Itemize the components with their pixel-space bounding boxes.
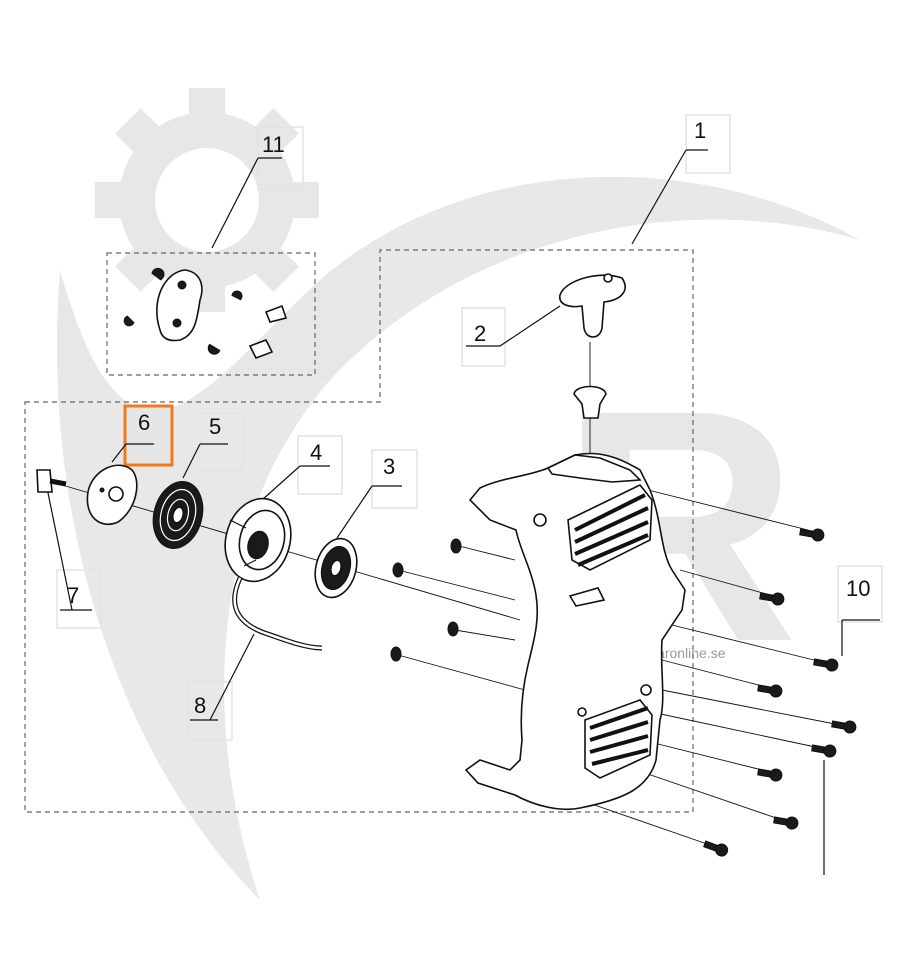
callout-4[interactable]: 4: [310, 440, 322, 465]
callout-10[interactable]: 10: [846, 576, 870, 601]
starter-housing: [464, 452, 686, 811]
gear-icon: [95, 88, 319, 312]
washer-plate: [86, 464, 138, 526]
housing-screws-left: [390, 538, 462, 662]
kit-group-box: [106, 252, 316, 376]
rope-grommet: [573, 385, 607, 419]
lower-vent-grille: [584, 699, 653, 779]
center-screw: [36, 469, 67, 493]
upper-vent-grille: [567, 484, 653, 571]
callout-8[interactable]: 8: [194, 693, 206, 718]
callout-3[interactable]: 3: [383, 454, 395, 479]
callout-1[interactable]: 1: [694, 118, 706, 143]
callout-5[interactable]: 5: [209, 414, 221, 439]
pawl-kit-parts: [123, 267, 288, 360]
leader-lines: [46, 149, 880, 875]
callout-11[interactable]: 11: [262, 132, 285, 157]
housing-screws-right: [703, 528, 857, 857]
rope-pulley: [224, 497, 292, 583]
callout-6[interactable]: 6: [138, 410, 150, 435]
highlighted-callout-box: [123, 404, 174, 467]
spring-cassette: [314, 537, 358, 599]
callout-2[interactable]: 2: [474, 321, 486, 346]
recoil-spring: [152, 481, 204, 549]
starter-handle: [559, 273, 626, 338]
starter-assembly-group-box: [24, 249, 694, 813]
